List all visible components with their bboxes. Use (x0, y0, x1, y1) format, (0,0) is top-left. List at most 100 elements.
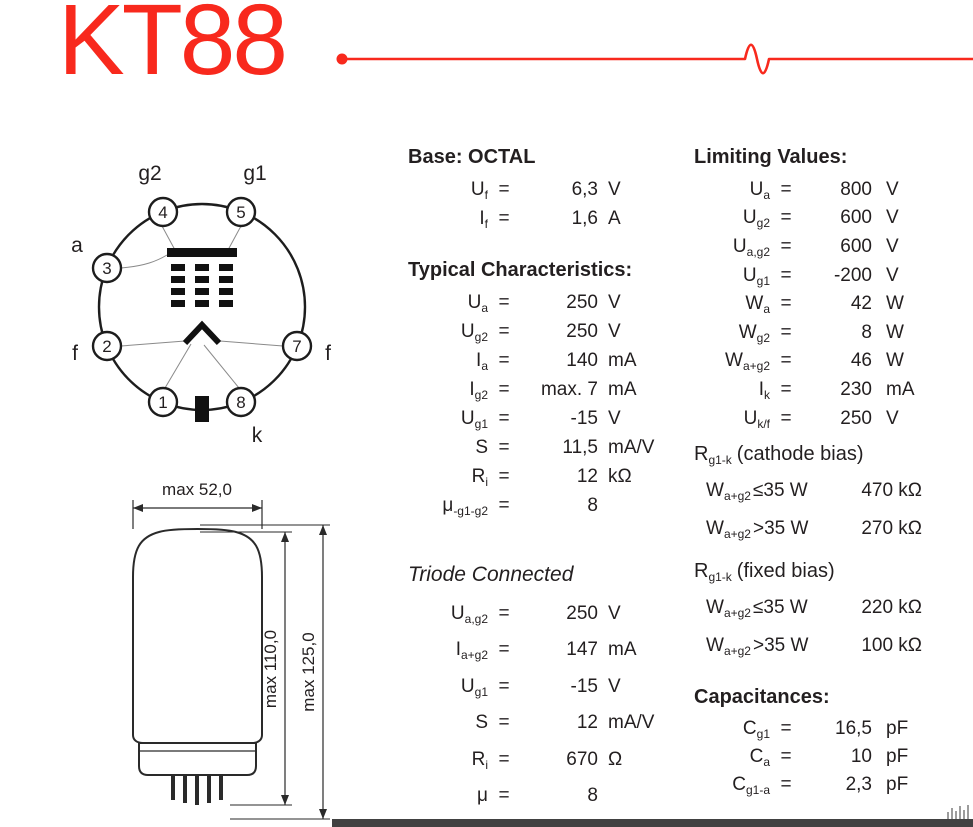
spec-value: 12 (576, 712, 598, 734)
spec-row: Ig2 = max. 7 mA (408, 375, 708, 404)
width-dimension-label: max 52,0 (162, 480, 232, 499)
equals-sign: = (498, 408, 510, 429)
spec-value: 8 (861, 321, 872, 343)
bias-condition: Wa+g2≤35 W (706, 479, 808, 503)
spec-value: 1,6 (571, 208, 598, 229)
spec-row: Ri = 670 Ω (408, 741, 708, 778)
spec-value: 2,3 (845, 773, 872, 795)
equals-sign: = (498, 495, 510, 516)
spec-row: Ik = 230 mA (694, 375, 973, 404)
capacitances-heading: Capacitances: (694, 686, 830, 709)
right-spec-column: Limiting Values: Ua = 800 V Ug2 = 600 V (694, 146, 973, 798)
spec-unit: kΩ (608, 466, 632, 487)
spec-value: -200 (833, 264, 872, 286)
spec-symbol: Ua,g2 (732, 235, 770, 259)
spec-unit: Ω (608, 748, 623, 770)
equals-sign: = (780, 745, 792, 767)
spec-value: 250 (566, 321, 598, 342)
spec-unit: mA (886, 378, 915, 400)
spec-value: 140 (566, 350, 598, 371)
pin-7: 7 f (281, 330, 331, 365)
equals-sign: = (780, 293, 792, 315)
equals-sign: = (498, 208, 510, 229)
spec-row: Ri = 12 kΩ (408, 462, 708, 491)
spec-row: Ua = 800 V (694, 175, 973, 204)
glass-height-dimension (281, 532, 289, 805)
spec-row: μ-g1-g2 = 8 (408, 491, 708, 520)
spec-unit: V (608, 179, 621, 200)
spec-symbol: Uk/f (743, 407, 770, 431)
pin-4: 4 g2 (138, 162, 179, 228)
octal-key (195, 396, 209, 422)
spec-row: Cg1-a = 2,3 pF (694, 770, 973, 798)
equals-sign: = (498, 712, 510, 734)
equals-sign: = (498, 350, 510, 371)
spec-unit: V (886, 235, 899, 257)
equals-sign: = (498, 437, 510, 458)
spec-symbol: Ua (467, 292, 488, 315)
equals-sign: = (498, 602, 510, 624)
spec-unit: V (886, 264, 899, 286)
width-dimension (132, 500, 263, 529)
equals-sign: = (780, 235, 792, 257)
pin-number: 8 (236, 393, 245, 412)
spec-row: S = 11,5 mA/V (408, 433, 708, 462)
pin-number: 7 (292, 337, 301, 356)
typical-table: Ua = 250 V Ug2 = 250 V Ia = 140 mA (408, 288, 708, 520)
pin-number: 4 (158, 203, 167, 222)
spec-symbol: Ca (749, 745, 770, 769)
spec-row: Ua,g2 = 600 V (694, 232, 973, 261)
pin-lead-wires (120, 225, 284, 389)
bias-row: Wa+g2>35 W 100 kΩ (706, 626, 922, 664)
spec-symbol: Ug2 (460, 321, 488, 344)
fixed-bias-table: Wa+g2≤35 W 220 kΩ Wa+g2>35 W 100 kΩ (694, 588, 973, 664)
spec-row: Ua,g2 = 250 V (408, 595, 708, 632)
spec-symbol: If (479, 208, 488, 231)
spec-unit: pF (886, 745, 909, 767)
spec-row: Wa+g2 = 46 W (694, 347, 973, 376)
spec-unit: mA (608, 639, 637, 661)
spec-symbol: Ri (471, 466, 488, 489)
spec-value: 6,3 (571, 179, 598, 200)
internal-electrode-structure (167, 248, 237, 346)
spec-value: 12 (576, 466, 598, 487)
spec-row: Ug2 = 250 V (408, 317, 708, 346)
spec-unit: A (608, 208, 621, 229)
equals-sign: = (780, 407, 792, 429)
spec-symbol: Ug1 (460, 408, 488, 431)
spec-symbol: Wa+g2 (725, 350, 770, 374)
spec-symbol: Ua,g2 (450, 602, 488, 626)
spec-unit: W (886, 321, 904, 343)
limiting-heading: Limiting Values: (694, 146, 848, 168)
pulse-line-decoration (336, 43, 973, 75)
pin-number: 2 (102, 337, 111, 356)
spec-value: 42 (850, 293, 872, 315)
spec-value: 600 (840, 235, 872, 257)
bias-value: 100 kΩ (861, 634, 922, 656)
spec-value: 147 (566, 639, 598, 661)
spec-unit: W (886, 350, 904, 372)
spec-value: 16,5 (835, 717, 872, 739)
bias-row: Wa+g2≤35 W 220 kΩ (706, 588, 922, 626)
equals-sign: = (498, 748, 510, 770)
spec-value: 230 (840, 378, 872, 400)
typical-heading: Typical Characteristics: (408, 259, 633, 281)
equals-sign: = (780, 321, 792, 343)
spec-row: Ca = 10 pF (694, 742, 973, 770)
equals-sign: = (780, 350, 792, 372)
spec-unit: V (886, 207, 899, 229)
equals-sign: = (498, 639, 510, 661)
bias-condition: Wa+g2>35 W (706, 634, 809, 658)
spec-value: 8 (587, 495, 598, 516)
spec-value: 250 (840, 407, 872, 429)
spec-symbol: Ia+g2 (455, 639, 488, 663)
heater-chevron (182, 320, 222, 346)
triode-table: Ua,g2 = 250 V Ia+g2 = 147 mA Ug1 = -15 V (408, 595, 708, 814)
pin-number: 3 (102, 259, 111, 278)
spec-symbol: Ug1 (742, 264, 770, 288)
spec-row: If = 1,6 A (408, 204, 708, 233)
equals-sign: = (498, 321, 510, 342)
limiting-table: Ua = 800 V Ug2 = 600 V Ua,g2 = 600 V (694, 175, 973, 432)
bias-row: Wa+g2>35 W 270 kΩ (706, 509, 922, 547)
